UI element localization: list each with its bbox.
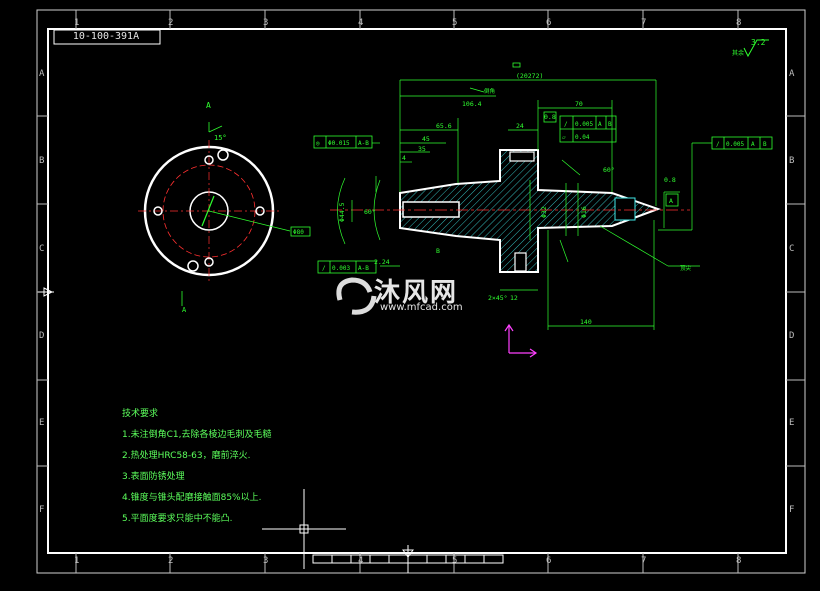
tol-r-sym: /: [716, 141, 720, 148]
dim-angle-right: 60°: [603, 166, 615, 174]
diameter-label: Φ80: [293, 229, 304, 236]
dim-65: 65.6: [436, 122, 452, 130]
watermark-logo-icon: [336, 277, 377, 315]
tech-req-item: 1.未注倒角C1,去除各棱边毛刺及毛糙: [122, 430, 272, 440]
tol-r-ref: A: [751, 141, 755, 148]
row-label-right: F: [789, 505, 794, 515]
tol-tl-sym: ◎: [316, 140, 320, 147]
row-label-left: D: [39, 331, 44, 341]
tol-r-val: 0.005: [726, 141, 744, 148]
dim-4: 4: [402, 154, 406, 162]
tech-req-item: 2.热处理HRC58-63，磨前淬火.: [122, 451, 251, 461]
angle-label: 15°: [214, 134, 227, 142]
dim-2x45: 2×45°: [488, 294, 508, 302]
dim-overall: (20272): [516, 72, 543, 80]
tech-req-item: 4.锥度与锥头配磨接触面85%以上.: [122, 493, 262, 503]
col-label-top: 6: [546, 18, 551, 28]
tech-req-item: 5.平面度要求只能中不能凸.: [122, 514, 233, 524]
scale-bar: [312, 554, 504, 564]
drawing-number-box: [53, 29, 161, 45]
watermark-brand: 沐风网: [374, 278, 459, 308]
roughness-value: 3.2: [751, 38, 766, 47]
row-label-right: C: [789, 244, 794, 254]
dim-140: 140: [580, 318, 592, 326]
tol-bl-val: 0.003: [332, 265, 350, 272]
dim-diameter-mid: Φ32: [540, 206, 548, 218]
tol-r-ref2: B: [763, 141, 767, 148]
col-label-bottom: 6: [546, 556, 551, 566]
dim-45: 45: [422, 135, 430, 143]
dim-08-right: 0.8: [664, 176, 676, 184]
col-label-bottom: 8: [736, 556, 741, 566]
tol-tr2-sym: ▱: [562, 134, 566, 141]
left-view: [138, 122, 311, 306]
crosshair-icon[interactable]: [262, 489, 346, 569]
dim-24: 24: [516, 122, 524, 130]
tol-tr1-ref: A: [598, 121, 602, 128]
sheet-inner-border: [47, 28, 787, 554]
row-label-left: E: [39, 418, 44, 428]
tol-bl-sym: /: [322, 265, 326, 272]
row-label-left: F: [39, 505, 44, 515]
dim-12: 12: [510, 294, 518, 302]
tol-tr1-sym: /: [564, 121, 568, 128]
roughness-symbol-icon: [743, 39, 769, 58]
col-label-bottom: 5: [452, 556, 457, 566]
main-view: [313, 62, 773, 330]
row-label-right: E: [789, 418, 794, 428]
col-label-bottom: 3: [263, 556, 268, 566]
dim-35: 35: [418, 145, 426, 153]
col-label-bottom: 2: [168, 556, 173, 566]
dim-224: 2.24: [374, 258, 390, 266]
tol-tr2-val: 0.04: [575, 134, 590, 141]
note-chamfer: 倒角: [484, 87, 495, 95]
row-label-left: A: [39, 69, 45, 79]
tol-tr1-val: 0.005: [575, 121, 593, 128]
col-label-bottom: 4: [358, 556, 363, 566]
dim-diameter-right: Φ16: [580, 206, 588, 218]
datum-b: B: [436, 247, 440, 255]
tech-req-item: 3.表面防锈处理: [122, 472, 185, 482]
col-label-top: 5: [452, 18, 457, 28]
row-label-right: A: [789, 69, 795, 79]
row-label-left: C: [39, 244, 44, 254]
tol-tr1-ref2: B: [608, 121, 612, 128]
col-label-top: 2: [168, 18, 173, 28]
col-label-top: 8: [736, 18, 741, 28]
datum-a: A: [669, 197, 673, 205]
tol-tl-ref: A-B: [358, 140, 369, 147]
section-label-a: A: [206, 101, 211, 110]
col-label-bottom: 1: [74, 556, 79, 566]
col-label-top: 7: [641, 18, 646, 28]
centering-marks: [38, 287, 414, 573]
zone-ticks: [37, 10, 805, 573]
ucs-icon: [504, 323, 538, 358]
watermark-url: www.mfcad.com: [380, 302, 463, 313]
tol-bl-ref: A-B: [358, 265, 369, 272]
tech-req-title: 技术要求: [122, 409, 159, 419]
row-label-right: D: [789, 331, 794, 341]
col-label-bottom: 7: [641, 556, 646, 566]
col-label-top: 4: [358, 18, 363, 28]
col-label-top: 1: [74, 18, 79, 28]
dim-70: 70: [575, 100, 583, 108]
col-label-top: 3: [263, 18, 268, 28]
dim-08: 0.8: [544, 113, 556, 121]
drawing-number: 10-100-391A: [72, 31, 140, 42]
technical-requirements: 技术要求 1.未注倒角C1,去除各棱边毛刺及毛糙 2.热处理HRC58-63，磨…: [122, 404, 271, 530]
row-label-right: B: [789, 156, 794, 166]
dim-106: 106.4: [462, 100, 482, 108]
dim-angle-left: 60°: [364, 208, 376, 216]
section-label-a-bottom: A: [182, 306, 187, 314]
tol-tl-val: Φ0.015: [328, 140, 350, 147]
row-label-left: B: [39, 156, 44, 166]
note-center: 顶尖: [680, 264, 692, 272]
roughness-note: 其余: [732, 49, 744, 57]
zone-labels: 1 2 3 4 5 6 7 8 1 2 3 4 5 6 7 8 A B C D …: [39, 18, 795, 566]
dim-diameter-left: Φ44.5: [338, 202, 346, 222]
